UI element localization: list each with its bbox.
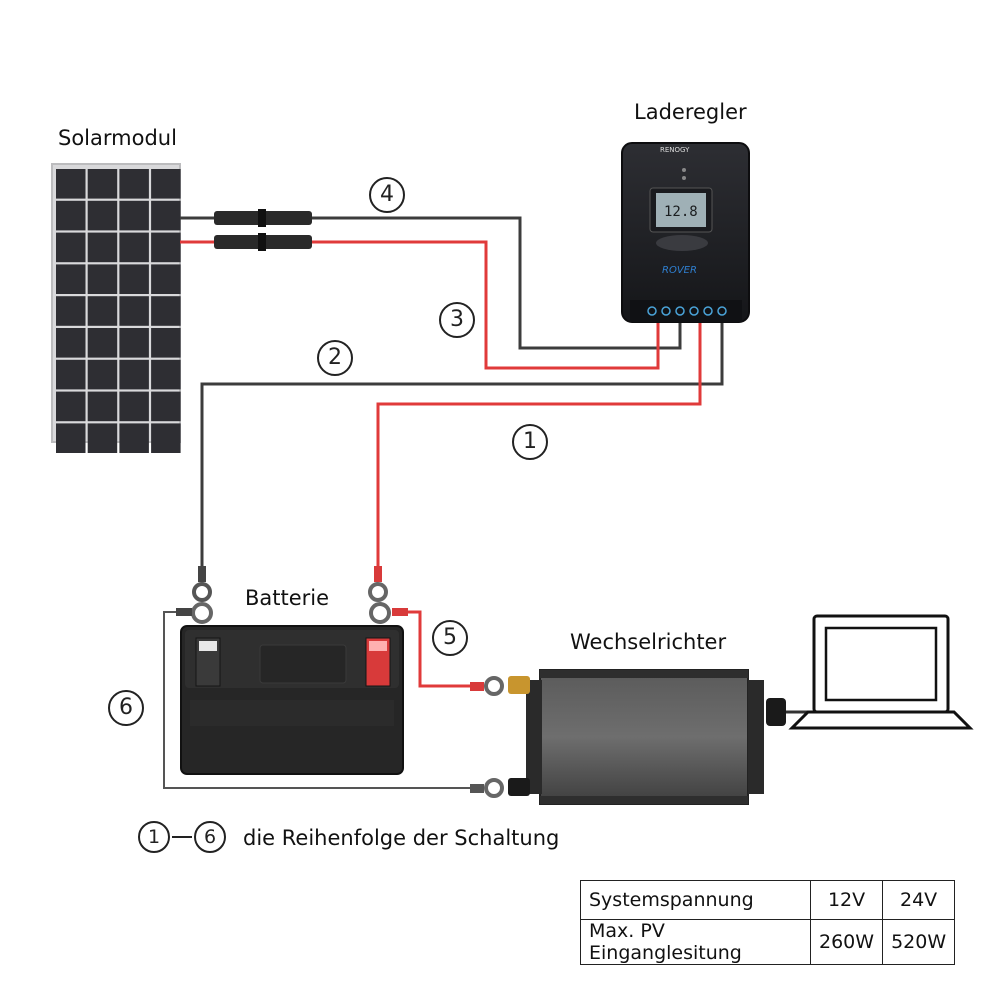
value-24v: 24V <box>882 880 956 920</box>
ring-terminal-icon <box>176 566 504 798</box>
solar-cell <box>151 359 181 390</box>
solar-cell <box>87 423 118 453</box>
controller-brand: RENOGY <box>660 146 690 154</box>
solar-cell <box>151 232 181 263</box>
battery-label: Batterie <box>245 586 330 610</box>
legend-dash <box>172 836 192 838</box>
solar-cell <box>56 423 86 453</box>
laptop-icon <box>788 614 974 730</box>
controller-terminal <box>717 306 727 316</box>
row-label: Max. PV Einganglesitung <box>580 919 811 965</box>
step-marker-5: 5 <box>432 620 468 656</box>
step-marker-6: 6 <box>108 690 144 726</box>
solar-cell <box>119 359 149 390</box>
solar-cell <box>119 232 149 263</box>
controller-model: ROVER <box>662 265 697 276</box>
step-marker-2: 2 <box>317 340 353 376</box>
value-12v: 12V <box>809 880 884 920</box>
wire-1-positive <box>376 322 702 572</box>
solar-cell <box>87 232 118 263</box>
solar-cell <box>87 391 118 422</box>
solar-cell <box>87 296 118 326</box>
step-marker-4: 4 <box>369 177 405 213</box>
solar-cell <box>119 391 149 422</box>
controller-terminal <box>703 306 713 316</box>
solar-cell <box>56 169 86 199</box>
value-12v: 260W <box>809 919 884 965</box>
solar-cell <box>119 200 149 231</box>
wire-4-negative <box>180 216 682 350</box>
value-24v: 520W <box>882 919 956 965</box>
legend-from-marker: 1 <box>138 821 170 853</box>
solar-cell <box>87 169 118 199</box>
wire-2-negative <box>200 322 724 572</box>
solar-cell <box>151 391 181 422</box>
legend-to-marker: 6 <box>194 821 226 853</box>
controller-terminal <box>647 306 657 316</box>
mc4-connector-icon <box>214 209 312 251</box>
battery-icon <box>180 625 404 775</box>
sequence-caption: die Reihenfolge der Schaltung <box>243 826 560 850</box>
solar-cell <box>151 264 181 294</box>
solar-cell <box>87 264 118 294</box>
solar-cell <box>56 264 86 294</box>
solar-cell <box>87 359 118 390</box>
controller-terminal <box>689 306 699 316</box>
charge-controller-label: Laderegler <box>634 100 747 124</box>
step-marker-3: 3 <box>439 302 475 338</box>
solar-cell <box>56 391 86 422</box>
charge-controller-icon <box>621 142 750 323</box>
solar-cell <box>119 328 149 358</box>
wire-3-positive <box>180 240 660 370</box>
solar-cell <box>56 200 86 231</box>
solar-cell <box>151 200 181 231</box>
step-marker-1: 1 <box>512 424 548 460</box>
solar-cell <box>151 169 181 199</box>
solar-cell <box>119 423 149 453</box>
solar-cell <box>87 328 118 358</box>
solar-cell <box>151 423 181 453</box>
solar-cell <box>56 328 86 358</box>
controller-terminal <box>675 306 685 316</box>
solar-cell <box>87 200 118 231</box>
solar-cell <box>151 328 181 358</box>
solar-cell <box>56 359 86 390</box>
inverter-label: Wechselrichter <box>570 630 727 654</box>
solar-panel-label: Solarmodul <box>58 126 177 150</box>
table-row: Systemspannung 12V 24V <box>580 880 956 920</box>
solar-cell <box>56 232 86 263</box>
controller-reading: 12.8 <box>664 204 698 220</box>
controller-terminal <box>661 306 671 316</box>
solar-cell <box>56 296 86 326</box>
table-row: Max. PV Einganglesitung 260W 520W <box>580 919 956 965</box>
solar-cell <box>119 296 149 326</box>
inverter-icon <box>508 669 786 805</box>
row-label: Systemspannung <box>580 880 811 920</box>
solar-cell <box>119 264 149 294</box>
solar-cell <box>119 169 149 199</box>
spec-table: Systemspannung 12V 24V Max. PV Eingangle… <box>580 880 956 965</box>
solar-cell <box>151 296 181 326</box>
solar-panel-icon <box>51 163 181 453</box>
